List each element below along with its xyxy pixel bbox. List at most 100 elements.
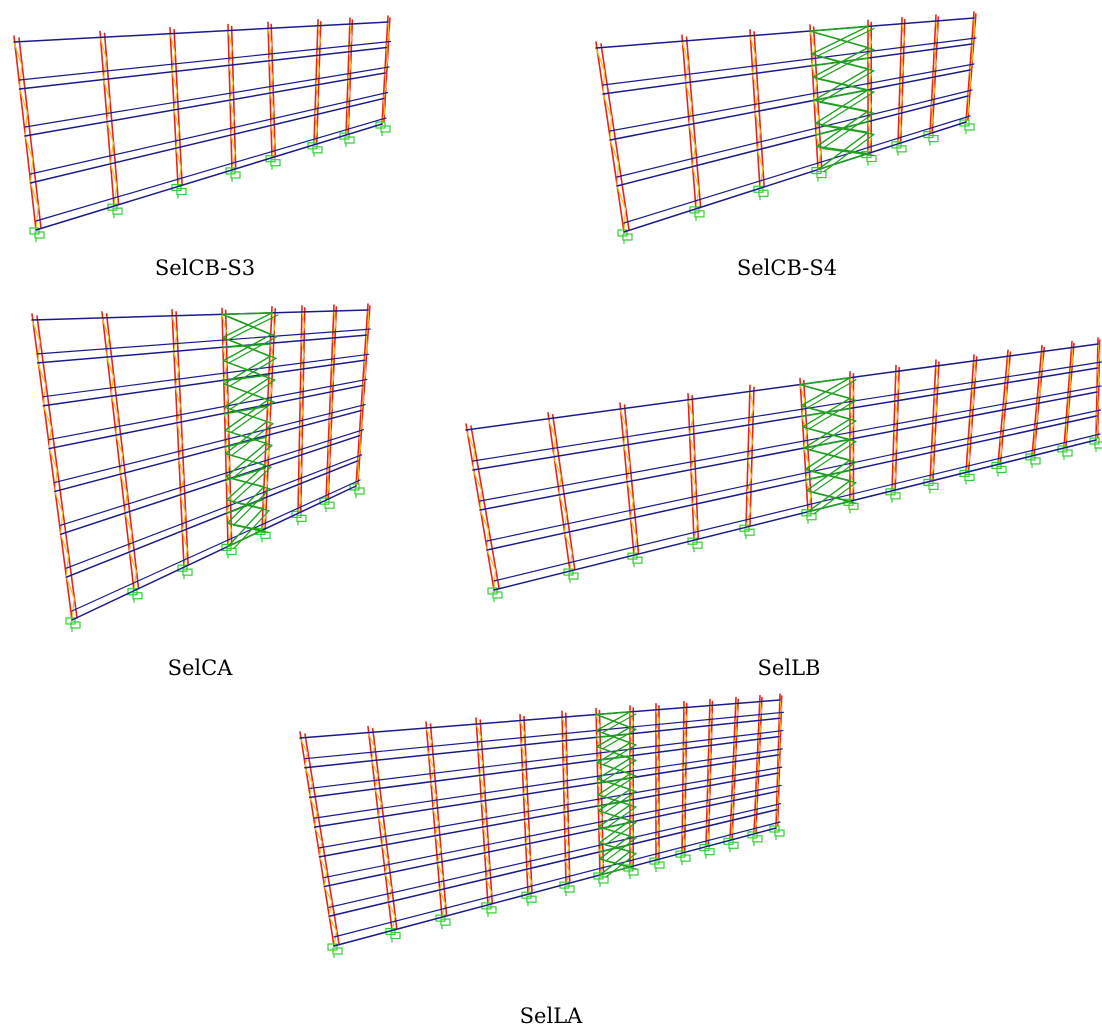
frame-diagonal [434,821,440,837]
frame-diagonal [778,735,781,747]
frame-diagonal [347,65,352,81]
frame-diagonal [622,444,631,465]
frame-diagonal [222,330,227,349]
frame-diagonal [691,145,696,168]
ledger [609,63,975,132]
brace-ledger [807,500,851,513]
frame-diagonal [348,37,353,53]
frame-diagonal [124,492,128,514]
frame-diagonal [562,764,568,778]
frame-diagonal [128,531,133,553]
frame-diagonal [300,340,305,356]
diagonal-brace [602,744,637,766]
frame-diagonal [932,423,936,439]
frame-diagonal [849,408,855,425]
frame-diagonal [552,456,562,477]
ledger [472,361,1102,462]
frame-diagonal [683,717,688,729]
frame-diagonal [436,862,444,878]
brace-ledger [815,120,869,136]
frame-diagonal [358,422,363,437]
frame-diagonal [629,711,634,724]
frame-diagonal [482,813,487,828]
frame-diagonal [525,844,531,858]
frame-diagonal [867,89,872,107]
ledger [323,784,782,879]
frame-diagonal [35,205,39,231]
frame-diagonal [564,835,570,849]
frame-diagonal [382,97,386,112]
ledger [13,21,389,43]
frame-diagonal [299,397,304,414]
standard-post [965,11,975,123]
frame-diagonal [102,57,107,81]
frame-diagonal [755,776,759,788]
frame-diagonal [271,312,276,329]
frame-diagonal [746,492,752,511]
frame-diagonal [681,821,686,833]
ledger [24,72,386,137]
frame-diagonal [268,43,273,62]
diagonal-brace [232,488,271,526]
frame-diagonal [754,804,758,816]
frame-diagonal [59,533,70,557]
frame-diagonal [563,788,569,802]
frame-diagonal [757,729,762,740]
diagonal-brace [820,91,875,127]
frame-diagonal [803,447,810,465]
frame-diagonal [755,795,758,807]
brace-ledger [817,152,869,171]
standard-post [523,715,533,894]
frame-diagonal [756,757,760,769]
frame-diagonal [173,333,178,353]
support-icon [171,183,187,199]
frame-diagonal [655,805,660,818]
support-icon [891,141,907,156]
brace-ledger [801,407,851,418]
frame-diagonal [128,551,137,572]
support-icon [265,155,281,170]
frame-diagonal [270,124,276,143]
frame-diagonal [655,762,660,775]
frame-diagonal [110,395,119,416]
frame-diagonal [754,111,761,132]
frame-diagonal [629,833,634,846]
frame-diagonal [899,83,903,100]
frame-diagonal [932,76,936,92]
ledger [54,409,362,493]
frame-diagonal [758,719,762,731]
frame-diagonal [733,741,737,753]
frame-diagonal [867,25,872,43]
frame-diagonal [480,800,487,816]
frame-diagonal [316,54,320,72]
frame-diagonal [749,35,756,56]
frame-diagonal [683,727,687,740]
frame-diagonal [425,727,433,743]
frame-diagonal [357,447,362,462]
frame-diagonal [561,716,567,730]
ledger [304,717,781,769]
standard-post [929,359,937,483]
standard-post [965,354,975,474]
frame-diagonal [173,351,180,371]
frame-diagonal [267,27,273,46]
frame-diagonal [326,472,330,488]
frame-diagonal [367,732,376,748]
frame-diagonal [54,469,58,493]
frame-diagonal [298,455,303,471]
frame-diagonal [817,151,822,171]
ledger [18,40,392,81]
frame-diagonal [523,806,529,821]
frame-diagonal [384,859,389,875]
frame-diagonal [705,825,710,838]
diagonal-brace [604,828,637,839]
frame-diagonal [349,23,353,39]
ledger [493,433,1101,582]
frame-diagonal [483,839,489,854]
frame-diagonal [564,823,569,838]
frame-diagonal [684,61,689,84]
standard-post [623,404,640,554]
frame-diagonal [777,754,781,765]
frame-diagonal [900,38,905,55]
frame-diagonal [971,388,975,404]
